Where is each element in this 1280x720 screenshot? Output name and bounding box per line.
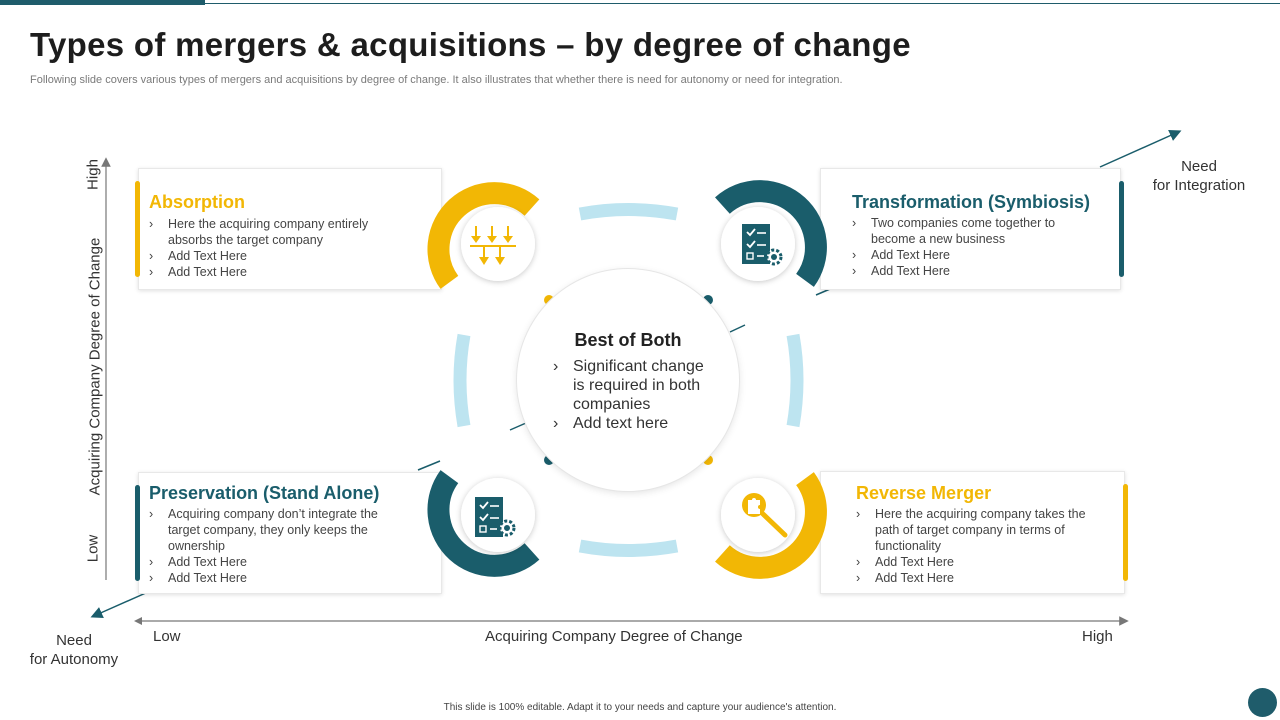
list-item: Here the acquiring company entirely abso… bbox=[149, 216, 409, 248]
y-axis-label: Acquiring Company Degree of Change bbox=[86, 237, 104, 496]
need-integration-line2: for Integration bbox=[1152, 177, 1246, 194]
list-item: Add text here bbox=[553, 414, 713, 433]
list-item: Two companies come together to become a … bbox=[852, 215, 1092, 247]
center-circle: Best of Both Significant change is requi… bbox=[517, 269, 739, 491]
transformation-title: Transformation (Symbiosis) bbox=[852, 192, 1091, 212]
absorption-list: Here the acquiring company entirely abso… bbox=[149, 216, 409, 280]
y-axis-high-label: High bbox=[84, 159, 102, 190]
need-integration-line1: Need bbox=[1181, 158, 1217, 175]
list-item: Acquiring company don’t integrate the ta… bbox=[149, 506, 389, 554]
page-subtitle: Following slide covers various types of … bbox=[30, 74, 843, 86]
preservation-list: Acquiring company don’t integrate the ta… bbox=[149, 506, 389, 586]
reverse-merger-title: Reverse Merger bbox=[856, 483, 992, 503]
need-autonomy-line2: for Autonomy bbox=[29, 651, 119, 668]
list-item: Add Text Here bbox=[856, 554, 1111, 570]
transformation-card: Transformation (Symbiosis) Two companies… bbox=[820, 168, 1124, 290]
list-item: Add Text Here bbox=[149, 264, 409, 280]
arrow-need-autonomy bbox=[90, 591, 149, 619]
x-axis-high-label: High bbox=[1082, 628, 1113, 645]
card-accent bbox=[135, 181, 140, 277]
y-axis-low-label: Low bbox=[84, 534, 102, 563]
diagonal-segment bbox=[729, 324, 746, 333]
center-list: Significant change is required in both c… bbox=[553, 357, 713, 433]
list-item: Add Text Here bbox=[852, 263, 1092, 279]
corner-decoration bbox=[1248, 688, 1277, 717]
reverse-merger-card: Reverse Merger Here the acquiring compan… bbox=[820, 471, 1128, 594]
list-item: Here the acquiring company takes the pat… bbox=[856, 506, 1111, 554]
x-axis-label: Acquiring Company Degree of Change bbox=[485, 628, 743, 645]
need-integration-label: Need for Integration bbox=[1140, 157, 1258, 195]
page-title: Types of mergers & acquisitions – by deg… bbox=[30, 26, 911, 63]
arrow-need-integration bbox=[1099, 129, 1182, 168]
list-item: Significant change is required in both c… bbox=[553, 357, 713, 414]
diagonal-segment bbox=[509, 422, 527, 431]
absorption-card: Absorption Here the acquiring company en… bbox=[135, 168, 442, 290]
top-accent-line bbox=[205, 3, 1280, 4]
transformation-list: Two companies come together to become a … bbox=[852, 215, 1092, 279]
list-item: Add Text Here bbox=[149, 570, 389, 586]
list-item: Add Text Here bbox=[856, 570, 1111, 586]
need-autonomy-label: Need for Autonomy bbox=[20, 631, 128, 669]
list-item: Add Text Here bbox=[149, 554, 389, 570]
top-accent-bar bbox=[0, 0, 1280, 5]
card-accent bbox=[1123, 484, 1128, 581]
center-title: Best of Both bbox=[574, 330, 682, 350]
x-axis-left-arrow bbox=[134, 617, 142, 625]
top-accent-dark bbox=[0, 0, 205, 5]
absorption-title: Absorption bbox=[149, 192, 245, 212]
center-ring-arcs bbox=[453, 203, 804, 557]
card-accent bbox=[1119, 181, 1124, 277]
diagonal-segment bbox=[815, 288, 831, 296]
footer-note: This slide is 100% editable. Adapt it to… bbox=[443, 702, 837, 713]
need-autonomy-line1: Need bbox=[56, 632, 92, 649]
diagonal-segment bbox=[417, 460, 441, 471]
reverse-merger-list: Here the acquiring company takes the pat… bbox=[856, 506, 1111, 586]
preservation-card: Preservation (Stand Alone) Acquiring com… bbox=[135, 472, 442, 594]
x-axis-low-label: Low bbox=[153, 628, 181, 645]
list-item: Add Text Here bbox=[149, 248, 409, 264]
card-accent bbox=[135, 485, 140, 581]
preservation-title: Preservation (Stand Alone) bbox=[149, 483, 380, 503]
list-item: Add Text Here bbox=[852, 247, 1092, 263]
